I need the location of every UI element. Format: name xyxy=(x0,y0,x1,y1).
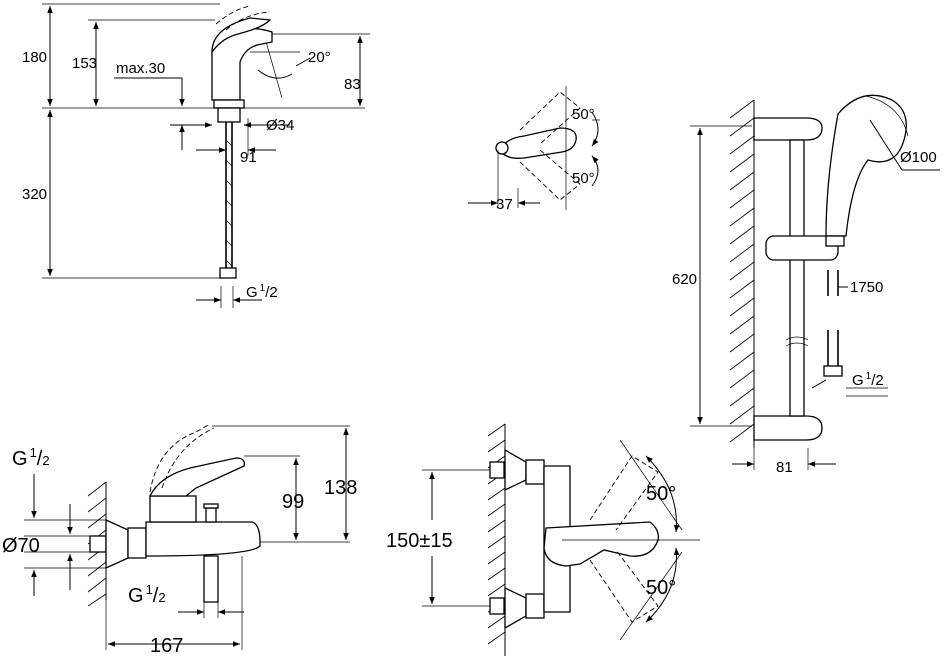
bath-thread-bottom-numerator: 1 xyxy=(146,582,153,597)
dim-83-label: 83 xyxy=(344,76,361,93)
lever-angle-lower-label: 50° xyxy=(572,170,595,187)
lever-top-view-drawing: 50° 50° 37 xyxy=(468,86,600,213)
bath-thread-top-denominator: 2 xyxy=(42,453,49,468)
dim-37-label: 37 xyxy=(496,196,513,213)
rail-thread-denominator: 2 xyxy=(875,372,883,389)
thread-numerator: 1 xyxy=(260,283,266,294)
lever-angle-upper-label: 50° xyxy=(572,106,595,123)
dim-81-label: 81 xyxy=(776,459,793,476)
dim-153-label: 153 xyxy=(72,55,97,72)
dim-1750-label: 1750 xyxy=(850,279,883,296)
dim-320-label: 320 xyxy=(22,186,47,203)
front-angle-lower-label: 50° xyxy=(646,577,676,599)
thread-denominator: 2 xyxy=(269,284,277,301)
thread-g: G xyxy=(246,284,258,301)
dim-180-label: 180 xyxy=(22,49,47,66)
dim-91-label: 91 xyxy=(240,149,257,166)
bath-mixer-front-drawing: 150±15 50° 50° xyxy=(386,423,700,656)
rail-thread-numerator: 1 xyxy=(866,371,872,382)
bath-thread-bottom-denominator: 2 xyxy=(158,590,165,605)
dim-d70-label: Ø70 xyxy=(2,535,40,557)
bath-thread-top-numerator: 1 xyxy=(30,445,37,460)
dim-138-label: 138 xyxy=(324,477,357,499)
bath-thread-top-g: G xyxy=(12,448,28,470)
dim-max30-label: max.30 xyxy=(116,60,165,77)
front-angle-upper-label: 50° xyxy=(646,483,676,505)
dim-d34-label: Ø34 xyxy=(266,117,294,134)
dim-99-label: 99 xyxy=(282,491,304,513)
dim-620-label: 620 xyxy=(672,271,697,288)
rail-thread-g: G xyxy=(852,372,864,389)
dim-150-label: 150±15 xyxy=(386,530,453,552)
dim-167-label: 167 xyxy=(150,635,183,657)
dim-d100-label: Ø100 xyxy=(900,149,937,166)
bath-thread-bottom-g: G xyxy=(128,585,144,607)
dim-20deg-label: 20° xyxy=(308,49,331,66)
wall-hatch xyxy=(729,99,755,443)
